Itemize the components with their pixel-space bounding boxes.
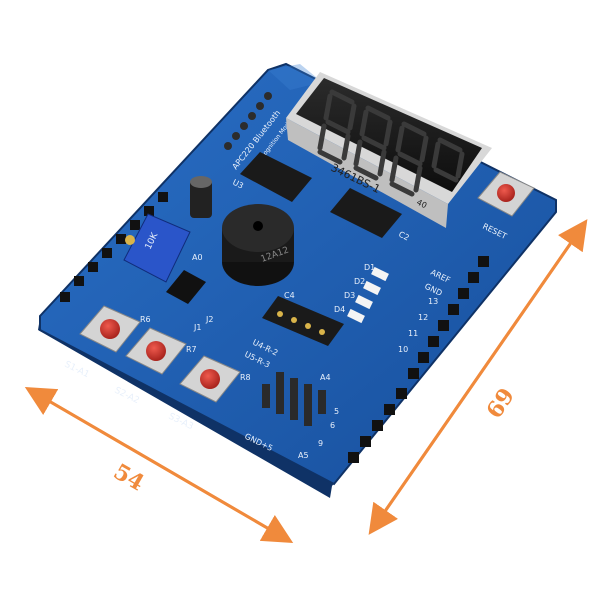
d3-label: D3 [344, 291, 355, 300]
j2-label: J2 [205, 315, 213, 324]
j1-label: J1 [193, 323, 201, 332]
reset-button [477, 171, 535, 217]
a5-label: A5 [298, 451, 309, 460]
r6-label: R6 [140, 315, 151, 324]
pin13-label: 13 [428, 297, 438, 306]
female-header [262, 296, 344, 346]
module-header [224, 92, 272, 150]
d2-label: D2 [354, 277, 365, 286]
pin11-label: 11 [408, 329, 418, 338]
pin-block [262, 372, 326, 426]
c2-label: C2 [397, 230, 411, 243]
p9-label: 9 [318, 439, 323, 448]
jumper-header [166, 270, 206, 304]
width-dimension-label: 54 [109, 459, 149, 497]
dimension-arrow-width [24, 386, 294, 544]
r8-label: R8 [240, 373, 251, 382]
height-dimension-label: 69 [481, 383, 520, 423]
pin10-label: 10 [398, 345, 408, 354]
a0-label: A0 [192, 253, 203, 262]
ic-chip-u3 [240, 152, 312, 202]
display-code: 40 [415, 198, 428, 211]
left-pin-header [60, 192, 168, 302]
s1-label: S1-A1 [63, 360, 91, 381]
potentiometer [123, 213, 191, 283]
push-button-s1 [79, 305, 141, 353]
right-pin-header [348, 256, 489, 463]
d4-label: D4 [334, 305, 345, 314]
p5-label: 5 [334, 407, 339, 416]
a4-label: A4 [320, 373, 331, 382]
d1-label: D1 [364, 263, 375, 272]
pin12-label: 12 [418, 313, 428, 322]
electrolytic-capacitor [190, 176, 212, 218]
dimension-arrow-height [368, 219, 588, 535]
c4-label: C4 [284, 291, 295, 300]
u3-label: U3 [231, 178, 245, 191]
buzzer [222, 204, 294, 286]
push-button-s3 [179, 355, 241, 403]
p6-label: 6 [330, 421, 335, 430]
push-button-s2 [125, 327, 187, 375]
r7-label: R7 [186, 345, 197, 354]
led-array [347, 266, 389, 324]
ic-chip [330, 188, 402, 238]
s2-label: S2-A2 [113, 386, 141, 407]
